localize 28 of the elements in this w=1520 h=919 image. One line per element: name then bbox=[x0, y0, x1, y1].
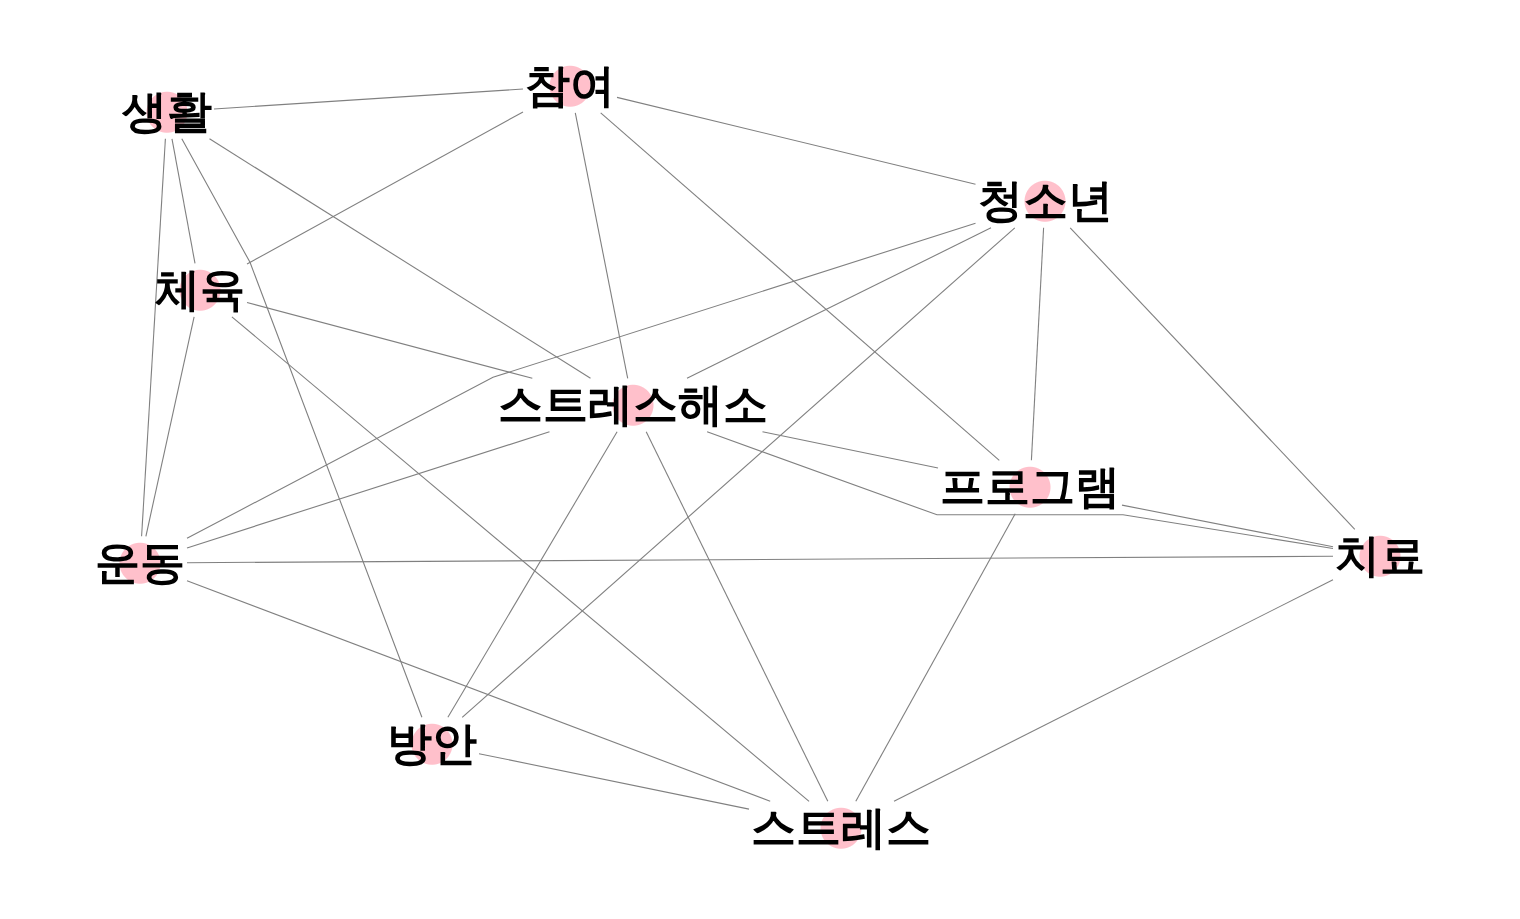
edge-line bbox=[246, 301, 533, 379]
edge-line bbox=[141, 138, 166, 537]
edge-line bbox=[478, 753, 750, 810]
edge-line bbox=[1121, 504, 1334, 548]
edge-line bbox=[213, 88, 524, 110]
edge-line bbox=[600, 112, 1000, 461]
edge-line bbox=[686, 227, 992, 379]
edge-line bbox=[706, 431, 1334, 550]
edge-line bbox=[208, 138, 592, 379]
edge-line bbox=[893, 579, 1334, 802]
edge-line bbox=[761, 431, 939, 469]
edge-line bbox=[186, 431, 551, 549]
edge-line bbox=[246, 111, 524, 265]
edge-line bbox=[231, 316, 810, 802]
edge-line bbox=[447, 431, 618, 718]
edge-line bbox=[186, 222, 977, 539]
edge-line bbox=[616, 96, 977, 185]
edge-line bbox=[171, 138, 196, 264]
edge-line bbox=[461, 227, 1016, 718]
edge-line bbox=[1030, 227, 1045, 461]
edge-line bbox=[645, 431, 829, 802]
edge-line bbox=[186, 555, 1334, 564]
edge-line bbox=[574, 112, 629, 379]
edge-line bbox=[1069, 227, 1356, 530]
edge-line bbox=[181, 138, 423, 718]
edge-line bbox=[186, 580, 771, 802]
edge-line bbox=[145, 316, 195, 537]
edge-line bbox=[855, 513, 1016, 802]
